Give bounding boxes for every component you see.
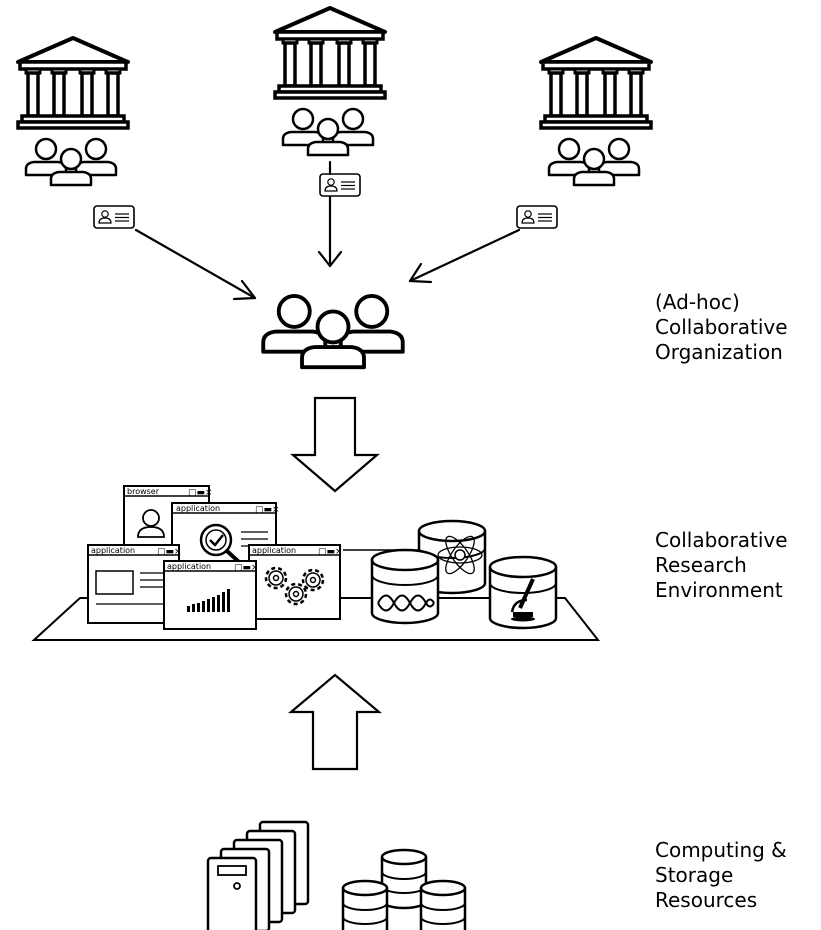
application-window-gears: application ▢▬× — [248, 544, 343, 620]
app-window-title-3: application — [91, 546, 135, 555]
label-line: Organization — [655, 340, 783, 364]
server-icon-stack — [206, 820, 310, 930]
database-icon-storage-right — [419, 879, 467, 930]
id-card-icon-center — [319, 173, 361, 197]
gear-icon-3 — [284, 582, 308, 606]
label-collaborative-environment: Collaborative Research Environment — [655, 528, 788, 603]
label-line: Storage — [655, 863, 734, 887]
institution-icon-right — [539, 36, 653, 130]
arrow-down-icon — [290, 396, 380, 493]
svg-text:▢▬×: ▢▬× — [255, 505, 280, 515]
application-window-chart: application ▢▬× — [163, 560, 259, 630]
svg-text:▢▬×: ▢▬× — [188, 488, 213, 498]
arrow-left-head — [232, 279, 257, 301]
id-card-icon-left — [93, 205, 135, 229]
database-icon-dna — [370, 548, 440, 625]
app-window-title-4: application — [167, 562, 211, 571]
svg-text:▢▬×: ▢▬× — [234, 563, 259, 573]
users-group-icon-center — [283, 109, 373, 155]
database-icon-storage-back — [380, 848, 428, 910]
label-line: Research — [655, 553, 747, 577]
label-line: (Ad-hoc) — [655, 290, 740, 314]
database-icon-storage-left — [341, 879, 389, 930]
arrow-up-icon — [287, 673, 383, 771]
label-line: Environment — [655, 578, 783, 602]
label-line: Resources — [655, 888, 758, 912]
svg-text:▢▬×: ▢▬× — [157, 547, 182, 557]
institution-icon-center — [273, 6, 387, 100]
gear-icon-2 — [301, 568, 325, 592]
users-group-icon-right — [549, 139, 639, 185]
browser-window-title: browser — [127, 487, 160, 496]
arrow-left — [134, 228, 257, 300]
arrow-right-head — [408, 262, 433, 284]
id-card-icon-right — [516, 205, 558, 229]
database-icon-microscope — [488, 555, 558, 630]
label-line: Collaborative — [655, 315, 788, 339]
label-resources: Computing & Storage Resources — [655, 838, 787, 913]
label-line: Computing & — [655, 838, 787, 862]
arrow-right — [408, 228, 521, 283]
institution-icon-left — [16, 36, 130, 130]
app-window-title-2: application — [252, 546, 296, 555]
label-collaborative-organization: (Ad-hoc) Collaborative Organization — [655, 290, 788, 365]
gear-icon-1 — [264, 566, 288, 590]
app-window-title-1: application — [176, 504, 220, 513]
svg-text:▢▬×: ▢▬× — [318, 547, 343, 557]
users-group-icon-left — [26, 139, 116, 185]
label-line: Collaborative — [655, 528, 788, 552]
arrow-center-head — [317, 250, 343, 268]
collaborative-organization-icon — [263, 296, 403, 367]
